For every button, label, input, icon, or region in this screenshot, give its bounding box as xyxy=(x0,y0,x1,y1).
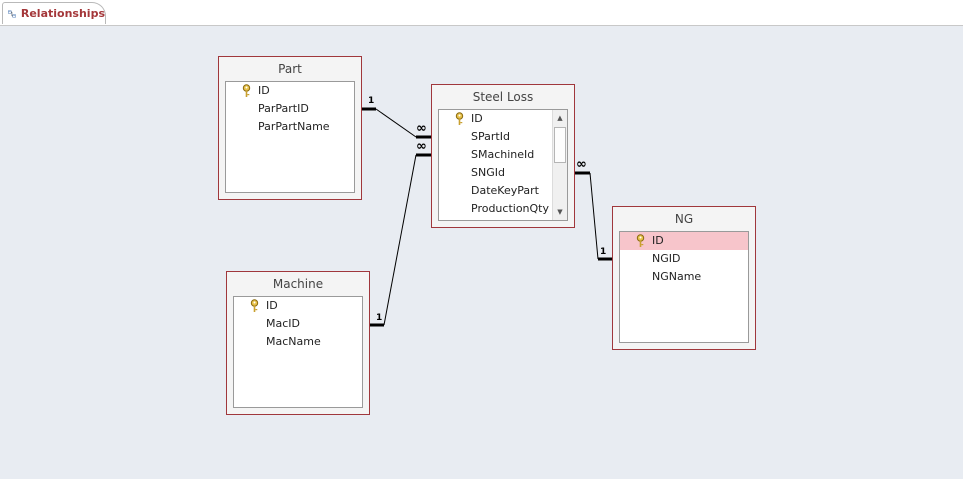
relationship-machine-steel-loss[interactable] xyxy=(369,153,432,327)
scroll-down-icon[interactable]: ▼ xyxy=(557,208,563,216)
field-label: ID xyxy=(652,234,664,247)
table-machine-field-list[interactable]: ID MacID MacName xyxy=(233,296,363,408)
table-steel-loss-field-list[interactable]: ID SPartId SMachineId SNGId DateKeyPart … xyxy=(438,109,568,221)
table-part-title[interactable]: Part xyxy=(278,62,302,76)
scroll-up-icon[interactable]: ▲ xyxy=(557,114,563,122)
table-machine[interactable]: Machine ID MacID MacName xyxy=(226,271,370,415)
field-label: MacID xyxy=(266,317,300,330)
field-label: SMachineId xyxy=(471,148,535,161)
field-label: SPartId xyxy=(471,130,510,143)
field-machine-macid[interactable]: MacID xyxy=(234,315,362,333)
table-machine-title[interactable]: Machine xyxy=(272,277,324,291)
field-steel-loss-smachineid[interactable]: SMachineId xyxy=(439,146,567,164)
field-steel-loss-spartid[interactable]: SPartId xyxy=(439,128,567,146)
relationship-part-steel-loss[interactable] xyxy=(361,107,432,139)
field-part-parpartid[interactable]: ParPartID xyxy=(226,100,354,118)
field-steel-loss-productionqty[interactable]: ProductionQty xyxy=(439,200,567,218)
field-part-parpartname[interactable]: ParPartName xyxy=(226,118,354,136)
primary-key-icon xyxy=(636,234,645,247)
field-label: NGID xyxy=(652,252,681,265)
table-ng-field-list[interactable]: ID NGID NGName xyxy=(619,231,749,343)
field-label: ProductionQty xyxy=(471,202,550,215)
field-label: DateKeyPart xyxy=(471,184,539,197)
table-part[interactable]: Part ID ParPartID ParPartName xyxy=(218,56,362,200)
field-label: MacName xyxy=(266,335,321,348)
field-label: SNGId xyxy=(471,166,505,179)
relationships-icon xyxy=(8,10,16,17)
table-steel-loss-title[interactable]: Steel Loss xyxy=(472,90,534,104)
relationships-tab-label: Relationships xyxy=(20,7,105,20)
rel-part-many-label: ∞ xyxy=(416,121,427,136)
rel-ng-one-label: 1 xyxy=(600,247,607,257)
primary-key-icon xyxy=(250,299,259,312)
field-label: ID xyxy=(471,112,483,125)
field-label: ID xyxy=(258,84,270,97)
rel-ng-many-label: ∞ xyxy=(576,157,587,172)
field-steel-loss-datekeypart[interactable]: DateKeyPart xyxy=(439,182,567,200)
table-ng[interactable]: NG ID NGID NGName xyxy=(612,206,756,350)
table-steel-loss[interactable]: Steel Loss ID SPartId SMachineId SNGId D… xyxy=(431,84,575,228)
rel-machine-many-label: ∞ xyxy=(416,139,427,154)
field-part-id[interactable]: ID xyxy=(226,82,354,100)
primary-key-icon xyxy=(242,84,251,97)
rel-part-one-label: 1 xyxy=(368,96,375,106)
document-tab-bar: Relationships xyxy=(0,0,963,26)
field-label: NGName xyxy=(652,270,702,283)
field-machine-macname[interactable]: MacName xyxy=(234,333,362,351)
field-steel-loss-id[interactable]: ID xyxy=(439,110,567,128)
field-label: ID xyxy=(266,299,278,312)
relationships-tab[interactable]: Relationships xyxy=(2,2,106,24)
field-steel-loss-sngid[interactable]: SNGId xyxy=(439,164,567,182)
field-label: ParPartID xyxy=(258,102,309,115)
field-ng-ngname[interactable]: NGName xyxy=(620,268,748,286)
primary-key-icon xyxy=(455,112,464,125)
field-ng-ngid[interactable]: NGID xyxy=(620,250,748,268)
scroll-thumb[interactable] xyxy=(554,127,566,163)
field-label: ParPartName xyxy=(258,120,330,133)
field-machine-id[interactable]: ID xyxy=(234,297,362,315)
rel-machine-one-label: 1 xyxy=(376,313,383,323)
field-list-scrollbar[interactable]: ▲ ▼ xyxy=(552,110,567,220)
relationship-steel-loss-ng[interactable] xyxy=(574,171,613,261)
table-ng-title[interactable]: NG xyxy=(674,212,694,226)
field-ng-id[interactable]: ID xyxy=(620,232,748,250)
table-part-field-list[interactable]: ID ParPartID ParPartName xyxy=(225,81,355,193)
